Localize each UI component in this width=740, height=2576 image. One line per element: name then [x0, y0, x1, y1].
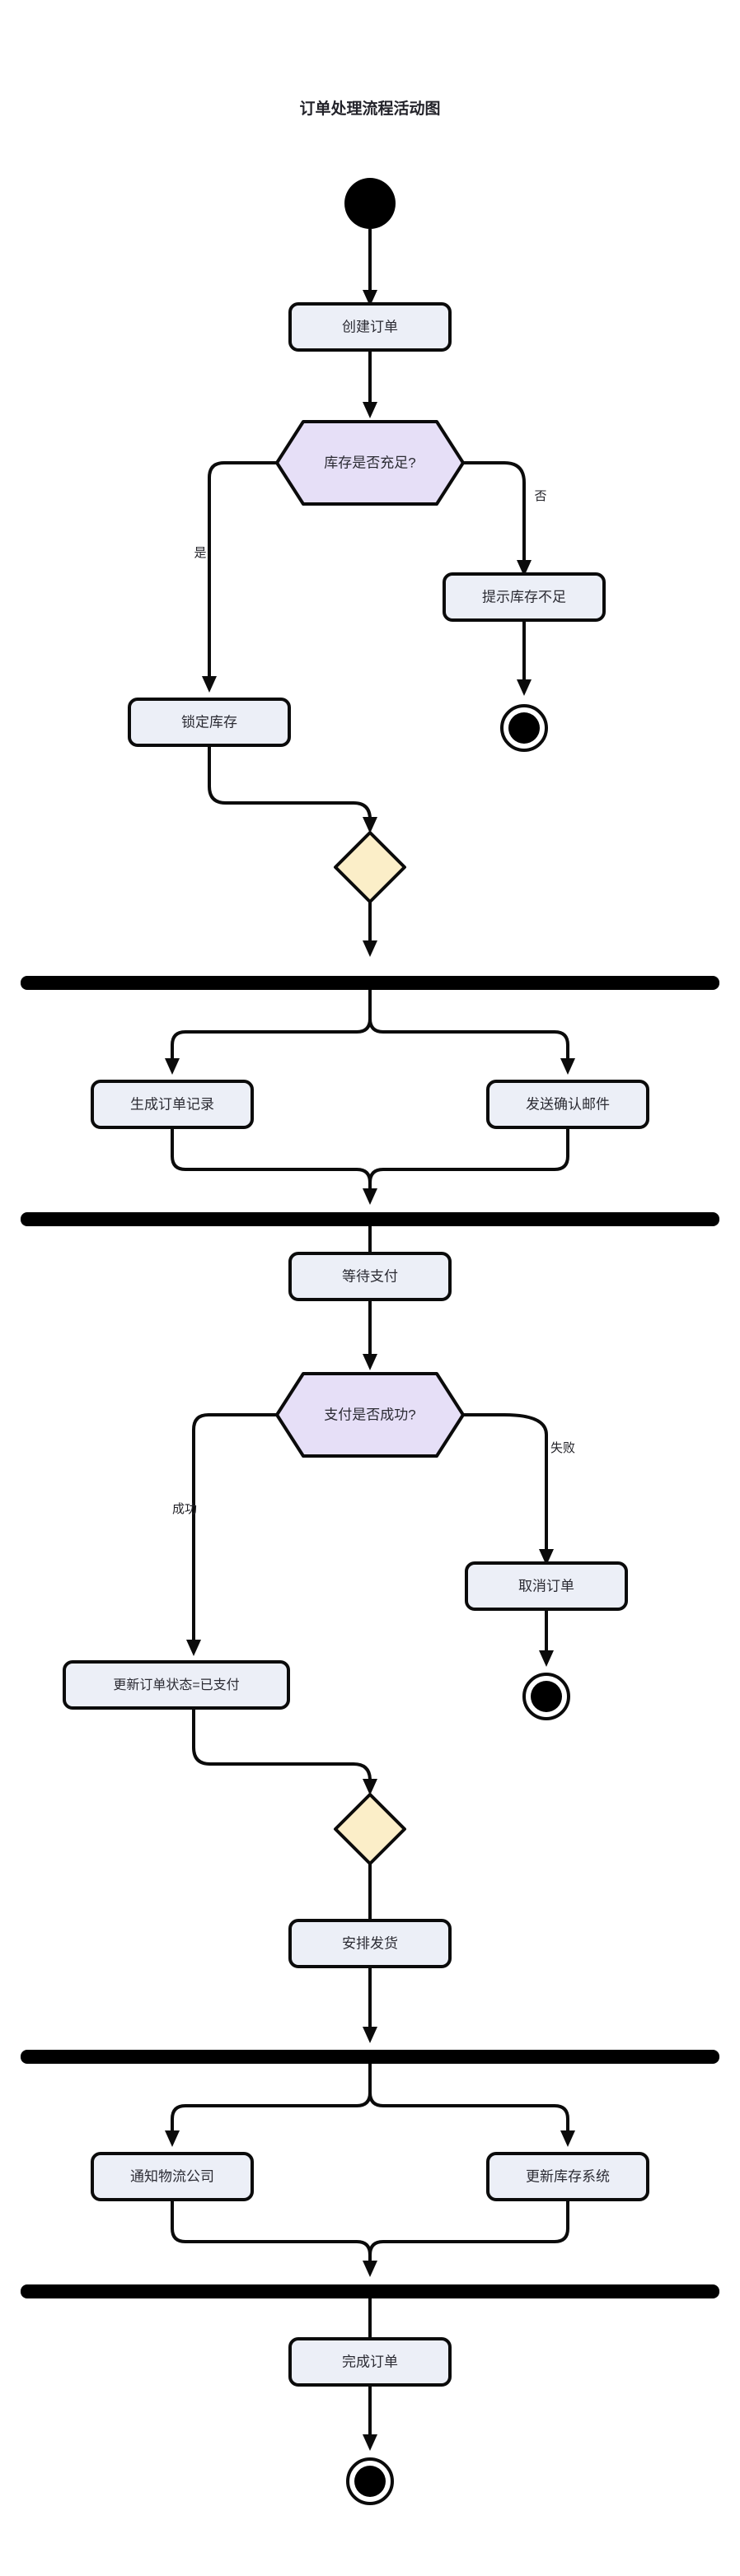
decision-payment-success-label: 支付是否成功? [324, 1407, 415, 1422]
edge-inventory-to-join2 [368, 2200, 569, 2265]
arrowhead-fork1-left [165, 1058, 180, 1075]
arrowhead-await-to-paydecision [363, 1354, 377, 1370]
edge-label-pay-fail: 失败 [550, 1441, 575, 1455]
arrowhead-pay-fail [539, 1549, 554, 1566]
arrowhead-merge-to-fork1 [363, 940, 377, 957]
arrowhead-finish-to-end [363, 2434, 377, 2451]
edge-logistics-to-join2 [171, 2200, 372, 2265]
edge-stock-yes [208, 461, 277, 678]
edge-fork2-left [171, 2064, 372, 2135]
edge-label-pay-success: 成功 [172, 1502, 197, 1516]
arrowhead-fork2-left [165, 2130, 180, 2147]
edge-mail-to-join1 [368, 1127, 569, 1192]
arrowhead-start-to-create [363, 290, 377, 306]
join-bar-shipment [21, 2284, 719, 2298]
arrowhead-lock-to-merge [363, 817, 377, 833]
edge-lock-to-merge [208, 745, 372, 825]
edge-record-to-join1 [171, 1127, 372, 1192]
activity-update-order-status-label: 更新订单状态=已支付 [113, 1678, 239, 1692]
merge-node-stock[interactable] [334, 831, 406, 903]
arrowhead-update-to-merge2 [363, 1779, 377, 1795]
arrowhead-create-to-stockdecision [363, 402, 377, 418]
activity-lock-stock-label: 锁定库存 [181, 714, 237, 730]
arrowhead-cancel-to-end [539, 1650, 554, 1667]
merge-node-payment[interactable] [334, 1793, 406, 1865]
edge-label-stock-no: 否 [534, 489, 546, 503]
final-node-stock-insufficient-inner [508, 712, 540, 744]
activity-update-order-status[interactable] [63, 1660, 290, 1710]
arrowhead-to-join2 [363, 2261, 377, 2277]
decision-stock-sufficient-label: 库存是否充足? [324, 455, 415, 470]
edge-pay-success [192, 1413, 277, 1643]
activity-notify-logistics-label: 通知物流公司 [130, 2168, 214, 2184]
arrowhead-ship-to-fork2 [363, 2027, 377, 2043]
activity-stock-warning-label: 提示库存不足 [482, 589, 566, 604]
activity-cancel-order-label: 取消订单 [518, 1578, 574, 1594]
edge-label-stock-yes: 是 [194, 546, 206, 560]
arrowhead-stock-no [517, 560, 532, 576]
join-bar-order-processing [21, 1212, 719, 1226]
fork-bar-order-processing [21, 976, 719, 990]
arrowhead-warn-to-end [517, 679, 532, 696]
activity-arrange-shipment-label: 安排发货 [342, 1935, 398, 1951]
edge-fork2-right [368, 2064, 569, 2135]
activity-create-order-label: 创建订单 [342, 319, 398, 334]
arrowhead-pay-success [186, 1640, 201, 1656]
edge-pay-fail [463, 1413, 548, 1553]
edge-stock-no [463, 461, 526, 563]
initial-node [344, 178, 396, 229]
activity-finish-order-label: 完成订单 [342, 2354, 398, 2369]
final-node-complete-inner [354, 2466, 386, 2497]
final-node-payment-failed-inner [531, 1681, 562, 1712]
activity-update-inventory-system-label: 更新库存系统 [526, 2168, 610, 2184]
arrowhead-to-join1 [363, 1188, 377, 1205]
edge-fork1-left [171, 990, 372, 1062]
arrowhead-fork2-right [560, 2130, 575, 2147]
activity-send-confirmation-email-label: 发送确认邮件 [526, 1096, 610, 1112]
edge-fork1-right [368, 990, 569, 1062]
arrowhead-fork1-right [560, 1058, 575, 1075]
arrowhead-stock-yes [202, 676, 217, 693]
edge-update-to-merge2 [192, 1708, 372, 1787]
fork-bar-shipment [21, 2050, 719, 2064]
activity-await-payment-label: 等待支付 [342, 1268, 398, 1284]
activity-create-order-record-label: 生成订单记录 [130, 1096, 214, 1112]
diagram-title: 订单处理流程活动图 [299, 99, 440, 118]
